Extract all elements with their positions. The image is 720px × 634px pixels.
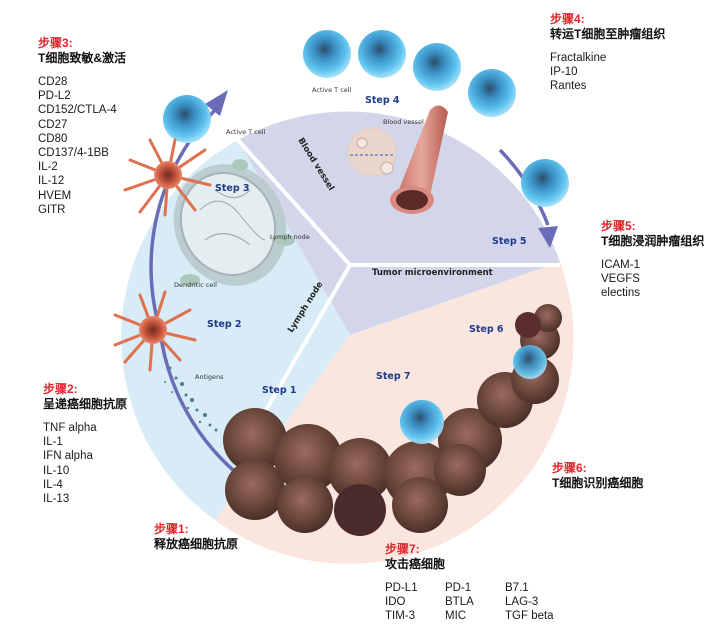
cycle-arrow-left	[149, 108, 247, 482]
step-7-label-cn: 步骤7:	[385, 542, 420, 556]
lymph-node-annotation: Lymph node	[270, 233, 310, 241]
blood-vessel-illustration	[347, 105, 448, 214]
step-6-title: T细胞识别癌细胞	[552, 476, 644, 490]
step-3-label: Step 3	[215, 183, 250, 194]
active-t-cell-annotation: Active T cell	[312, 86, 352, 94]
step-6-label: Step 6	[469, 324, 504, 335]
factor-item: IFN alpha	[43, 450, 93, 463]
dendritic-cell-annotation: Dendritic cell	[174, 281, 217, 289]
dendritic-cell-1	[123, 138, 212, 217]
tumor-cells-cluster	[223, 304, 562, 536]
factor-item: IDO	[385, 596, 406, 609]
step-3-title: T细胞致敏&激活	[38, 51, 126, 65]
step-2-label-cn: 步骤2:	[43, 382, 78, 396]
step-3-panel: 步骤3: T细胞致敏&激活 CD28 PD-L2 CD152/CTLA-4 CD…	[38, 36, 126, 217]
step-7-title: 攻击癌细胞	[385, 557, 446, 571]
t-cell	[521, 159, 569, 207]
factor-item: CD152/CTLA-4	[38, 104, 117, 117]
blood-vessel-annotation: Blood vessel	[383, 118, 424, 126]
factor-item: electins	[601, 287, 640, 300]
antigen-particles	[164, 366, 218, 432]
step-4-label: Step 4	[365, 95, 400, 106]
t-cell	[468, 69, 516, 117]
blood-vessel-region	[238, 111, 560, 335]
factor-item: TNF alpha	[43, 422, 97, 434]
factor-item: IP-10	[550, 66, 578, 79]
factor-item: IL-12	[38, 175, 65, 188]
t-cell	[413, 43, 461, 91]
step-5-title: T细胞浸润肿瘤组织	[601, 234, 705, 248]
factor-item: VEGFS	[601, 273, 640, 286]
factor-item: BTLA	[445, 596, 474, 609]
factor-item: CD27	[38, 118, 68, 131]
factor-item: CD137/4-1BB	[38, 147, 109, 160]
factor-item: CD80	[38, 132, 68, 145]
active-t-cell-annotation: Active T cell	[226, 128, 266, 136]
lymph-node-illustration	[173, 159, 295, 286]
step-5-label-cn: 步骤5:	[601, 219, 636, 233]
factor-item: Rantes	[550, 80, 587, 93]
factor-item: IL-1	[43, 436, 63, 449]
factor-item: PD-L2	[38, 90, 71, 103]
step-4-label-cn: 步骤4:	[550, 12, 585, 26]
step-2-factor-list: TNF alpha IL-1 IFN alpha IL-10 IL-4 IL-1…	[43, 421, 127, 506]
factor-item: IL-2	[38, 161, 58, 174]
step-1-label-cn: 步骤1:	[154, 522, 189, 536]
step-2-label: Step 2	[207, 319, 242, 330]
factor-item: LAG-3	[505, 596, 539, 609]
step-6-panel: 步骤6: T细胞识别癌细胞	[552, 461, 643, 500]
step-1-label: Step 1	[262, 385, 297, 396]
step-4-factor-list: Fractalkine IP-10 Rantes	[550, 51, 665, 94]
step-7-panel: 步骤7: 攻击癌细胞 PD-L1 PD-1 B7.1 IDO BTLA LAG-…	[385, 542, 575, 624]
factor-item: GITR	[38, 203, 66, 216]
step-4-panel: 步骤4: 转运T细胞至肿瘤组织 Fractalkine IP-10 Rantes	[550, 12, 665, 94]
factor-item: HVEM	[38, 189, 72, 202]
step-1-panel: 步骤1: 释放癌细胞抗原	[154, 522, 238, 561]
step-6-label-cn: 步骤6:	[552, 461, 587, 475]
step-7-label: Step 7	[376, 371, 411, 382]
divider-lymph-blood	[236, 138, 352, 267]
step-1-title: 释放癌细胞抗原	[154, 537, 239, 551]
factor-item: PD-L1	[385, 582, 418, 594]
factor-item: ICAM-1	[601, 259, 640, 271]
arrow-head-up-icon	[205, 90, 228, 116]
factor-item: TGF beta	[505, 610, 554, 623]
dendritic-cell-2	[113, 290, 197, 372]
factor-item: IL-4	[43, 478, 63, 491]
factor-item: IL-10	[43, 464, 70, 477]
t-cell	[303, 30, 351, 78]
step-5-factor-list: ICAM-1 VEGFS electins	[601, 258, 704, 301]
step-2-panel: 步骤2: 呈递癌细胞抗原 TNF alpha IL-1 IFN alpha IL…	[43, 382, 127, 506]
arrow-head-down-icon	[538, 226, 558, 248]
t-cell	[163, 95, 211, 143]
factor-item: CD28	[38, 76, 68, 88]
t-cell	[358, 30, 406, 78]
factor-item: MIC	[445, 610, 467, 623]
step-3-factor-list: CD28 PD-L2 CD152/CTLA-4 CD27 CD80 CD137/…	[38, 75, 126, 217]
tumor-region-label: Tumor microenvironment	[372, 268, 493, 278]
step-3-label-cn: 步骤3:	[38, 36, 73, 50]
step-4-title: 转运T细胞至肿瘤组织	[550, 27, 666, 41]
step-7-factor-grid: PD-L1 PD-1 B7.1 IDO BTLA LAG-3 TIM-3 MIC…	[385, 581, 575, 624]
factor-item: TIM-3	[385, 610, 416, 623]
factor-item: PD-1	[445, 582, 472, 594]
step-5-label: Step 5	[492, 236, 527, 247]
factor-item: B7.1	[505, 582, 529, 594]
step-5-panel: 步骤5: T细胞浸润肿瘤组织 ICAM-1 VEGFS electins	[601, 219, 704, 301]
factor-item: IL-13	[43, 493, 70, 506]
antigens-annotation: Antigens	[195, 373, 224, 381]
factor-item: Fractalkine	[550, 52, 607, 64]
step-2-title: 呈递癌细胞抗原	[43, 397, 128, 411]
